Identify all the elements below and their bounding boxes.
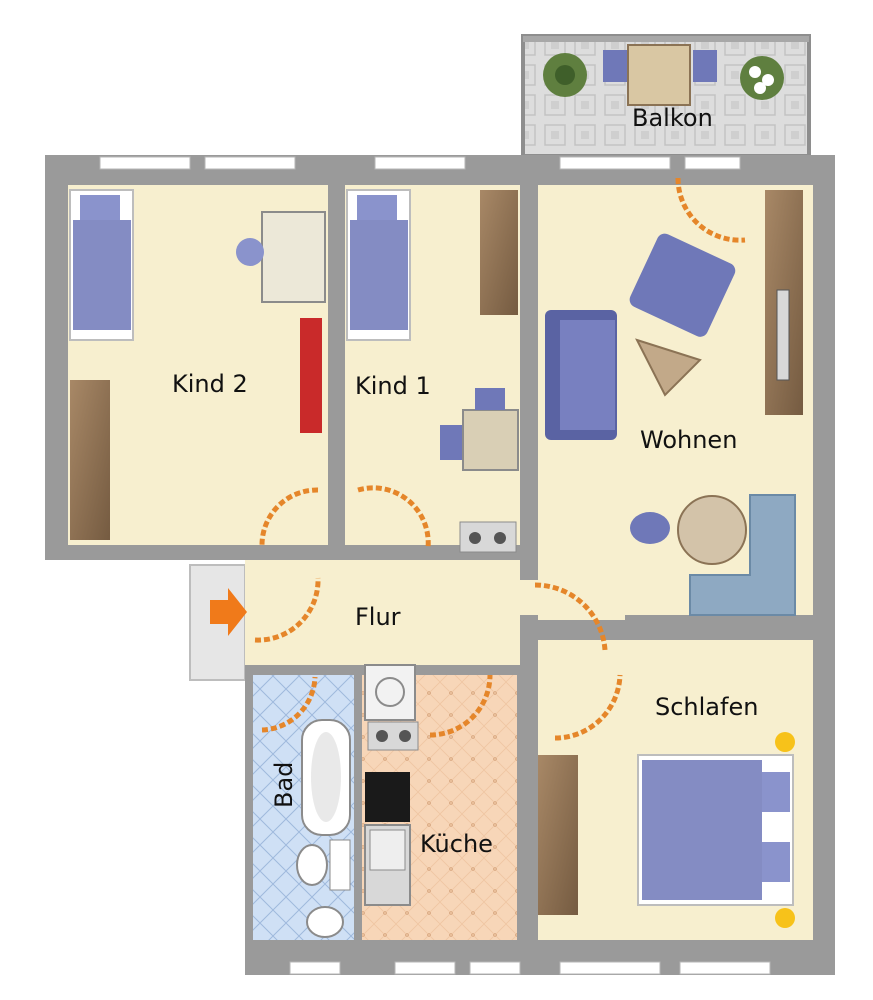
kind2-furniture — [69, 189, 326, 540]
bad-furniture — [296, 719, 351, 938]
room-labels: Balkon Kind 2 Kind 1 Wohnen Flur Schlafe… — [172, 104, 758, 858]
lamp-icon — [775, 908, 795, 928]
balkon-furniture — [543, 44, 784, 106]
kueche-furniture — [364, 664, 419, 906]
plant-icon — [543, 53, 587, 97]
wohnen-furniture — [545, 190, 803, 616]
label-kind2: Kind 2 — [172, 370, 248, 398]
lamp-icon — [775, 732, 795, 752]
label-kind1: Kind 1 — [355, 372, 431, 400]
interior-walls — [245, 185, 813, 975]
kind1-furniture — [346, 189, 519, 553]
label-balkon: Balkon — [632, 104, 713, 132]
flower-icon — [740, 56, 784, 100]
label-flur: Flur — [355, 603, 401, 631]
door-arcs — [254, 177, 746, 741]
label-schlafen: Schlafen — [655, 693, 758, 721]
label-kueche: Küche — [420, 830, 493, 858]
label-bad: Bad — [270, 762, 298, 808]
schlafen-furniture — [538, 732, 795, 928]
windows — [99, 156, 771, 975]
entry-arrow-icon — [210, 588, 247, 636]
label-wohnen: Wohnen — [640, 426, 737, 454]
